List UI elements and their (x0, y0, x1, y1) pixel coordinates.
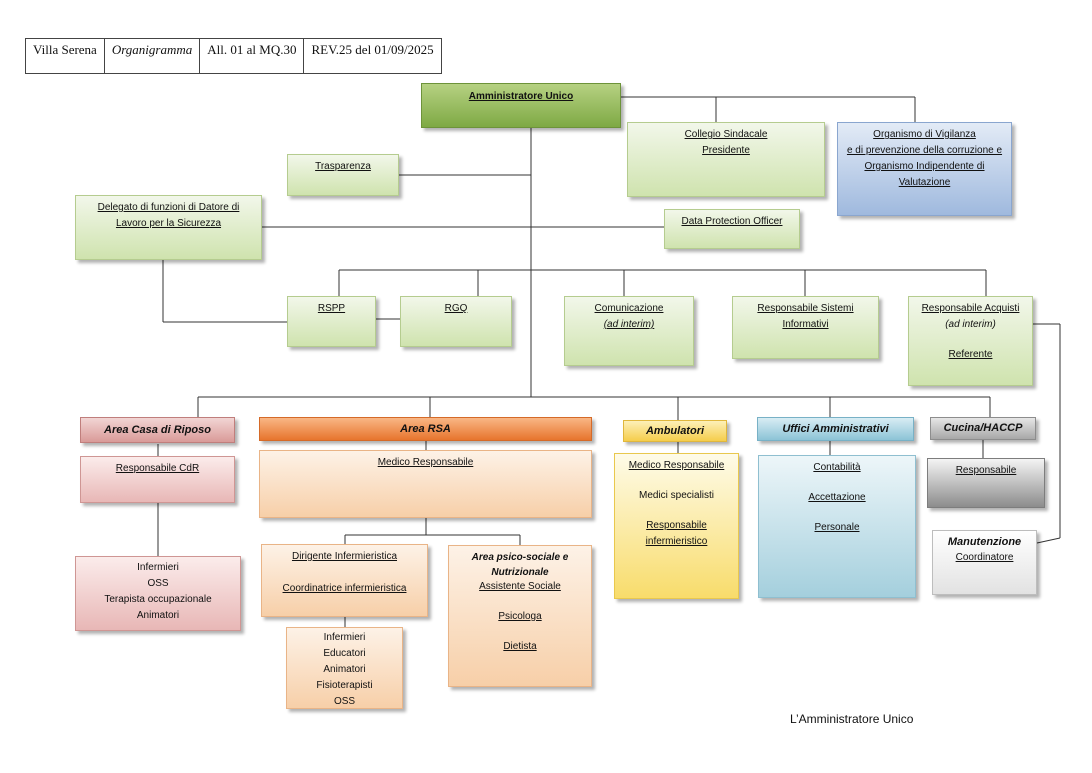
sistemi-line-2: Informativi (782, 319, 829, 330)
acquisti-referente-label: Referente (948, 349, 993, 360)
collegio-sindacale-box: Collegio Sindacale Presidente (627, 122, 825, 197)
rsa-educatori: Educatori (323, 648, 366, 659)
rgq-label: RGQ (444, 303, 468, 314)
manutenzione-box: Manutenzione Coordinatore (932, 530, 1037, 595)
rsa-fisioterapisti: Fisioterapisti (316, 680, 373, 691)
responsabile-cdr-box: Responsabile CdR (80, 456, 235, 503)
rgq-box: RGQ (400, 296, 512, 347)
organismo-line-4: Valutazione (898, 177, 951, 188)
accettazione-label: Accettazione (808, 492, 866, 503)
cucina-title: Cucina/HACCP (943, 422, 1023, 434)
ambulatori-title: Ambulatori (645, 425, 705, 437)
medici-specialisti-label: Medici specialisti (638, 490, 715, 501)
header-revision: REV.25 del 01/09/2025 (311, 42, 434, 57)
area-rsa-title: Area RSA (400, 423, 451, 435)
cdr-staff-box: Infermieri OSS Terapista occupazionale A… (75, 556, 241, 631)
ambulatori-header: Ambulatori (623, 420, 727, 442)
responsabile-cdr-label: Responsabile CdR (115, 463, 200, 474)
document-header: Villa Serena Organigramma All. 01 al MQ.… (25, 38, 442, 74)
acquisti-interim-label: (ad interim) (945, 319, 996, 330)
delegato-datore-lavoro-box: Delegato di funzioni di Datore di Lavoro… (75, 195, 262, 260)
organismo-line-2: e di prevenzione della corruzione e (846, 145, 1003, 156)
manutenzione-title: Manutenzione (947, 536, 1022, 548)
uffici-amministrativi-header: Uffici Amministrativi (757, 417, 914, 441)
uffici-amministrativi-box: Contabilità Accettazione Personale (758, 455, 916, 598)
psicologa-label: Psicologa (498, 611, 542, 622)
cucina-responsabile-label: Responsabile (955, 465, 1017, 476)
amministratore-unico-label: Amministratore Unico (468, 91, 574, 102)
header-attachment: All. 01 al MQ.30 (200, 39, 305, 73)
area-rsa-header: Area RSA (259, 417, 592, 441)
cdr-animatori: Animatori (136, 610, 180, 621)
resp-infermieristico-line-2: infermieristico (645, 536, 708, 547)
signature-label: L’Amministratore Unico (790, 712, 914, 726)
cucina-haccp-header: Cucina/HACCP (930, 417, 1036, 440)
assistente-sociale-label: Assistente Sociale (479, 581, 561, 592)
medico-responsabile-rsa-box: Medico Responsabile (259, 450, 592, 518)
personale-label: Personale (814, 522, 860, 533)
delegato-line-2: Lavoro per la Sicurezza (115, 218, 222, 229)
acquisti-label: Responsabile Acquisti (921, 303, 1020, 314)
comunicazione-interim-label: (ad interim) (603, 319, 655, 330)
area-casa-di-riposo-header: Area Casa di Riposo (80, 417, 235, 443)
collegio-label: Collegio Sindacale (684, 129, 768, 140)
organismo-line-1: Organismo di Vigilanza (873, 129, 976, 140)
rsa-medico-label: Medico Responsabile (377, 457, 474, 468)
dirigente-infermieristica-box: Dirigente Infermieristica Coordinatrice … (261, 544, 428, 617)
dietista-label: Dietista (503, 641, 537, 652)
header-company: Villa Serena (26, 39, 105, 73)
coordinatrice-label: Coordinatrice infermieristica (282, 583, 407, 594)
comunicazione-box: Comunicazione (ad interim) (564, 296, 694, 366)
sistemi-line-1: Responsabile Sistemi (757, 303, 854, 314)
trasparenza-box: Trasparenza (287, 154, 399, 196)
cucina-responsabile-box: Responsabile (927, 458, 1045, 508)
ambulatori-medico-label: Medico Responsabile (628, 460, 725, 471)
responsabile-acquisti-box: Responsabile Acquisti (ad interim) Refer… (908, 296, 1033, 386)
dirigente-label: Dirigente Infermieristica (291, 551, 398, 562)
psico-title-1: Area psico-sociale e (471, 552, 569, 563)
resp-infermieristico-line-1: Responsabile (646, 520, 707, 531)
cdr-infermieri: Infermieri (137, 562, 179, 573)
area-cdr-title: Area Casa di Riposo (104, 424, 211, 436)
rsa-animatori: Animatori (323, 664, 366, 675)
responsabile-sistemi-informativi-box: Responsabile Sistemi Informativi (732, 296, 879, 359)
organismo-vigilanza-box: Organismo di Vigilanza e di prevenzione … (837, 122, 1012, 216)
rspp-label: RSPP (317, 303, 346, 314)
trasparenza-label: Trasparenza (315, 161, 371, 172)
rsa-oss: OSS (333, 696, 356, 707)
rspp-box: RSPP (287, 296, 376, 347)
psico-title-2: Nutrizionale (491, 567, 549, 578)
dpo-label: Data Protection Officer (681, 216, 783, 227)
cdr-oss: OSS (147, 578, 169, 589)
amministratore-unico-box: Amministratore Unico (421, 83, 621, 128)
rsa-staff-box: Infermieri Educatori Animatori Fisiotera… (286, 627, 403, 709)
cdr-terapista: Terapista occupazionale (104, 594, 212, 605)
manutenzione-coordinatore-label: Coordinatore (955, 552, 1014, 563)
area-psico-sociale-box: Area psico-sociale e Nutrizionale Assist… (448, 545, 592, 687)
comunicazione-label: Comunicazione (594, 303, 664, 314)
organismo-line-3: Organismo Indipendente di (864, 161, 985, 172)
uffici-title: Uffici Amministrativi (782, 423, 889, 435)
data-protection-officer-box: Data Protection Officer (664, 209, 800, 249)
header-title: Organigramma (105, 39, 201, 73)
contabilita-label: Contabilità (813, 462, 861, 473)
collegio-presidente-label: Presidente (702, 145, 750, 156)
delegato-line-1: Delegato di funzioni di Datore di (97, 202, 240, 213)
rsa-infermieri: Infermieri (323, 632, 366, 643)
ambulatori-box: Medico Responsabile Medici specialisti R… (614, 453, 739, 599)
